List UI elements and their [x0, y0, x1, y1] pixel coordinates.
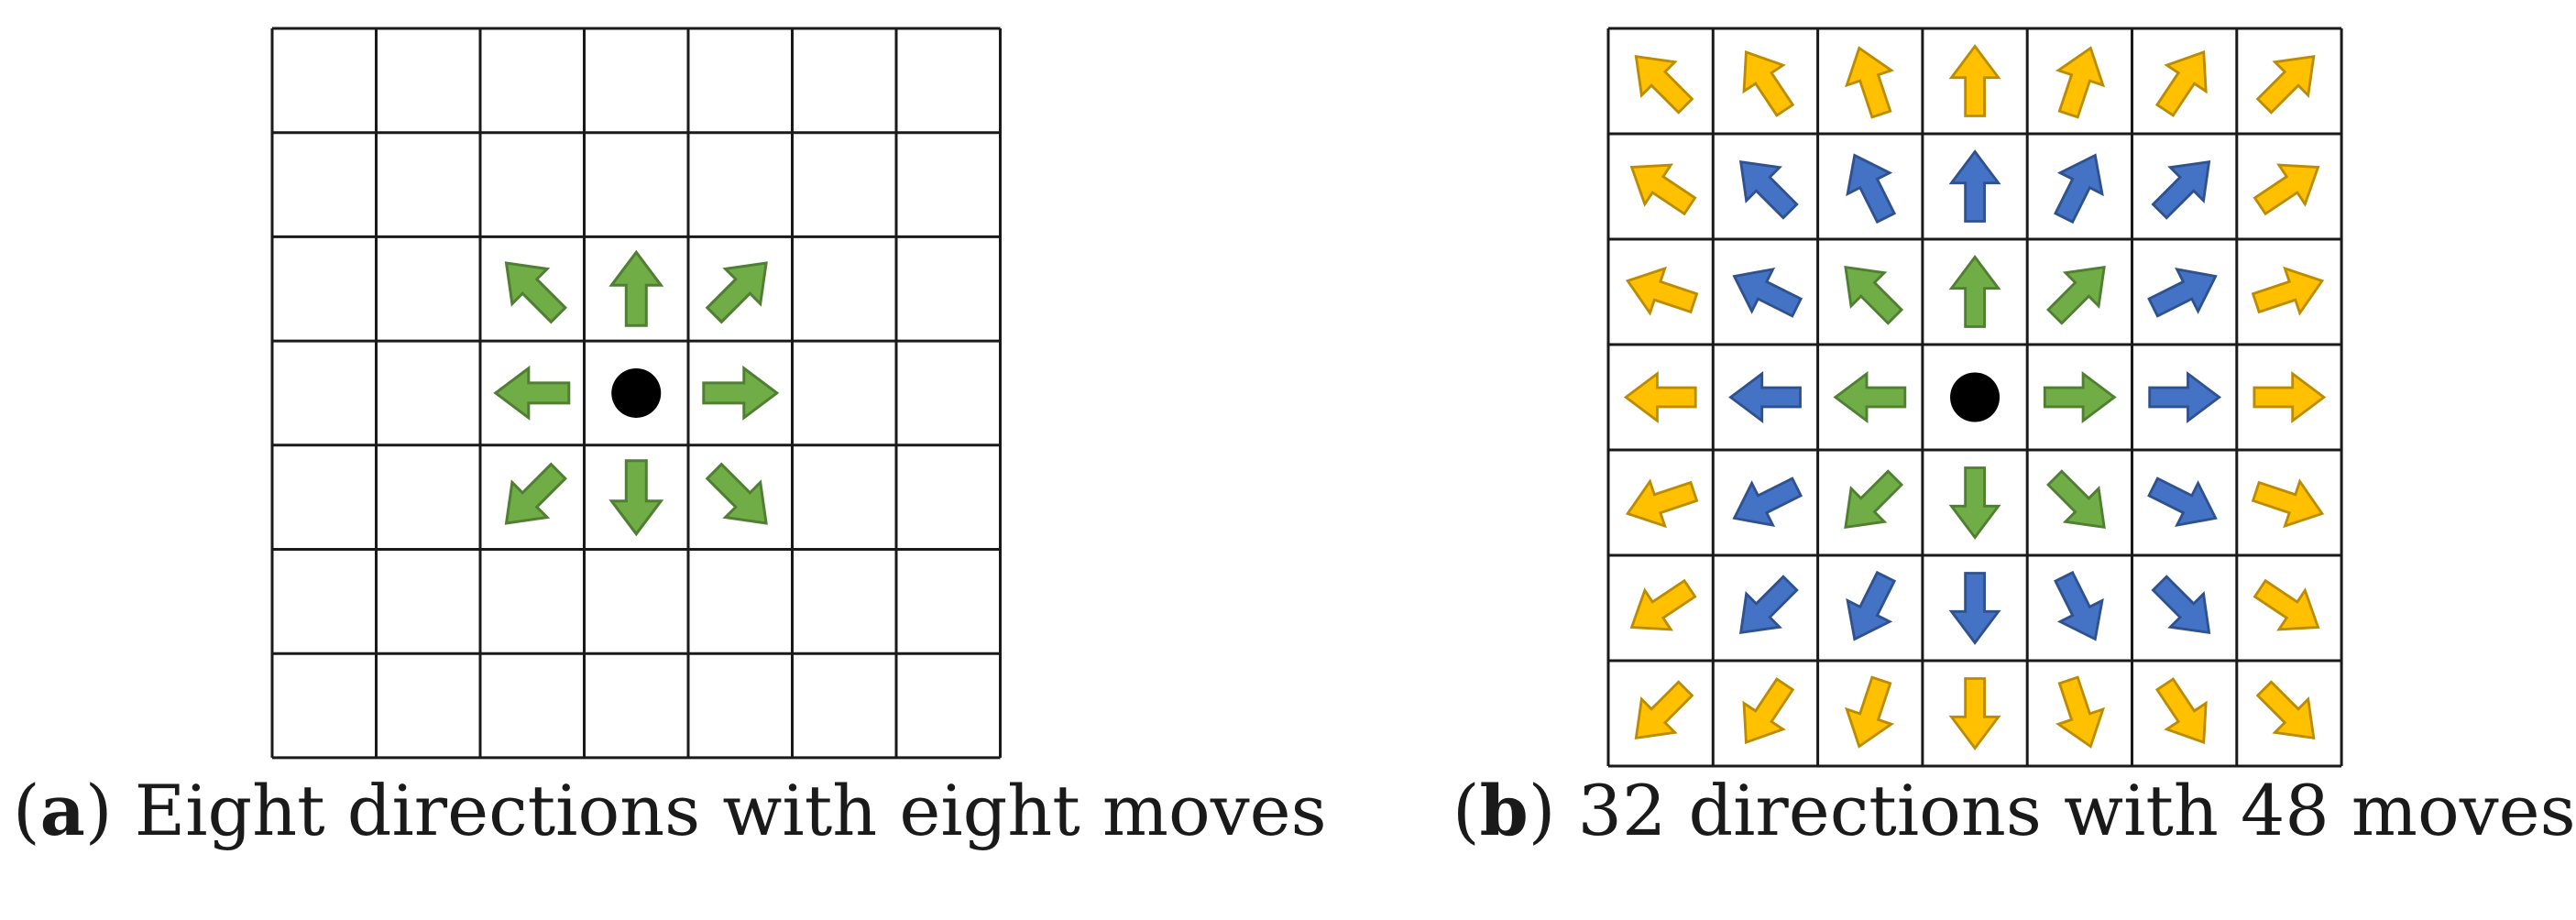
move-arrow-inner	[504, 462, 567, 525]
move-arrow-inner	[705, 462, 768, 525]
move-arrow-middle	[1728, 370, 1802, 424]
move-arrow-outer	[1742, 49, 1795, 117]
move-arrow-inner	[608, 249, 664, 327]
move-arrow-inner	[1833, 370, 1907, 424]
caption-a-text: Eight directions with eight moves	[112, 770, 1327, 851]
move-arrow-outer	[2154, 677, 2208, 745]
move-arrow-outer	[2253, 578, 2320, 631]
move-arrow-outer	[1629, 578, 1697, 631]
move-arrow-outer	[1634, 680, 1694, 740]
caption-panel-b: (b) 32 directions with 48 moves	[1452, 761, 2576, 861]
grid-lines	[1606, 27, 2343, 768]
center-dot	[1950, 372, 2001, 422]
grid-panel-eight-directions	[270, 27, 1002, 760]
move-arrow-outer	[1742, 677, 1795, 745]
move-arrow-outer	[1625, 266, 1699, 316]
move-arrow-middle	[1948, 572, 2001, 645]
move-arrow-outer	[1948, 44, 2001, 117]
caption-b-open: (	[1452, 770, 1480, 851]
move-arrow-middle	[1738, 159, 1799, 220]
caption-panel-a: (a) Eight directions with eight moves	[13, 761, 1327, 861]
move-arrow-middle	[2054, 570, 2104, 641]
move-arrow-middle	[2147, 476, 2218, 528]
move-arrow-inner	[2046, 469, 2106, 530]
caption-b-close: )	[1528, 770, 1556, 851]
move-arrow-outer	[2055, 675, 2106, 749]
move-arrow-middle	[1732, 267, 1803, 318]
move-arrow-inner	[1844, 469, 1904, 530]
move-arrow-middle	[2147, 267, 2218, 318]
move-arrow-middle	[2151, 159, 2211, 220]
move-arrow-outer	[2251, 266, 2325, 316]
caption-a-open: (	[13, 770, 40, 851]
move-arrow-outer	[1845, 46, 1895, 119]
move-arrow-inner	[1948, 255, 2001, 328]
move-arrow-outer	[1948, 677, 2001, 750]
move-arrow-inner	[1844, 265, 1904, 325]
center-dot	[611, 367, 662, 418]
caption-a-close: )	[84, 770, 113, 851]
move-arrow-middle	[1948, 149, 2001, 223]
move-arrow-outer	[2255, 54, 2316, 115]
move-arrow-outer	[2253, 370, 2327, 424]
move-arrow-inner	[493, 365, 571, 421]
move-arrow-inner	[702, 365, 780, 421]
caption-b-text: 32 directions with 48 moves	[1555, 770, 2576, 851]
grid-lines	[270, 27, 1002, 760]
move-arrow-outer	[1623, 370, 1697, 424]
move-arrow-inner	[504, 261, 567, 324]
move-arrow-inner	[705, 261, 768, 324]
move-arrow-middle	[2054, 153, 2104, 225]
move-arrow-outer	[2154, 49, 2208, 117]
grid-panel-32-directions	[1606, 27, 2343, 768]
move-arrow-outer	[1634, 54, 1694, 115]
move-arrow-outer	[2251, 478, 2325, 529]
move-arrow-outer	[1625, 478, 1699, 529]
caption-a-letter: a	[39, 770, 85, 851]
move-arrow-outer	[2253, 163, 2320, 216]
move-arrow-middle	[2151, 575, 2211, 635]
move-arrow-middle	[1738, 575, 1799, 635]
move-arrow-middle	[1732, 476, 1803, 528]
move-arrow-outer	[1629, 163, 1697, 216]
move-arrow-inner	[608, 459, 664, 537]
move-arrow-outer	[1845, 675, 1895, 749]
move-arrow-inner	[2046, 265, 2106, 325]
move-arrow-middle	[1846, 153, 1897, 225]
move-arrow-outer	[2055, 46, 2106, 119]
move-arrow-outer	[2255, 680, 2316, 740]
move-arrow-middle	[2148, 370, 2222, 424]
move-arrow-middle	[1846, 570, 1897, 641]
caption-b-letter: b	[1479, 770, 1529, 851]
move-arrow-inner	[2043, 370, 2117, 424]
move-arrow-inner	[1948, 466, 2001, 540]
